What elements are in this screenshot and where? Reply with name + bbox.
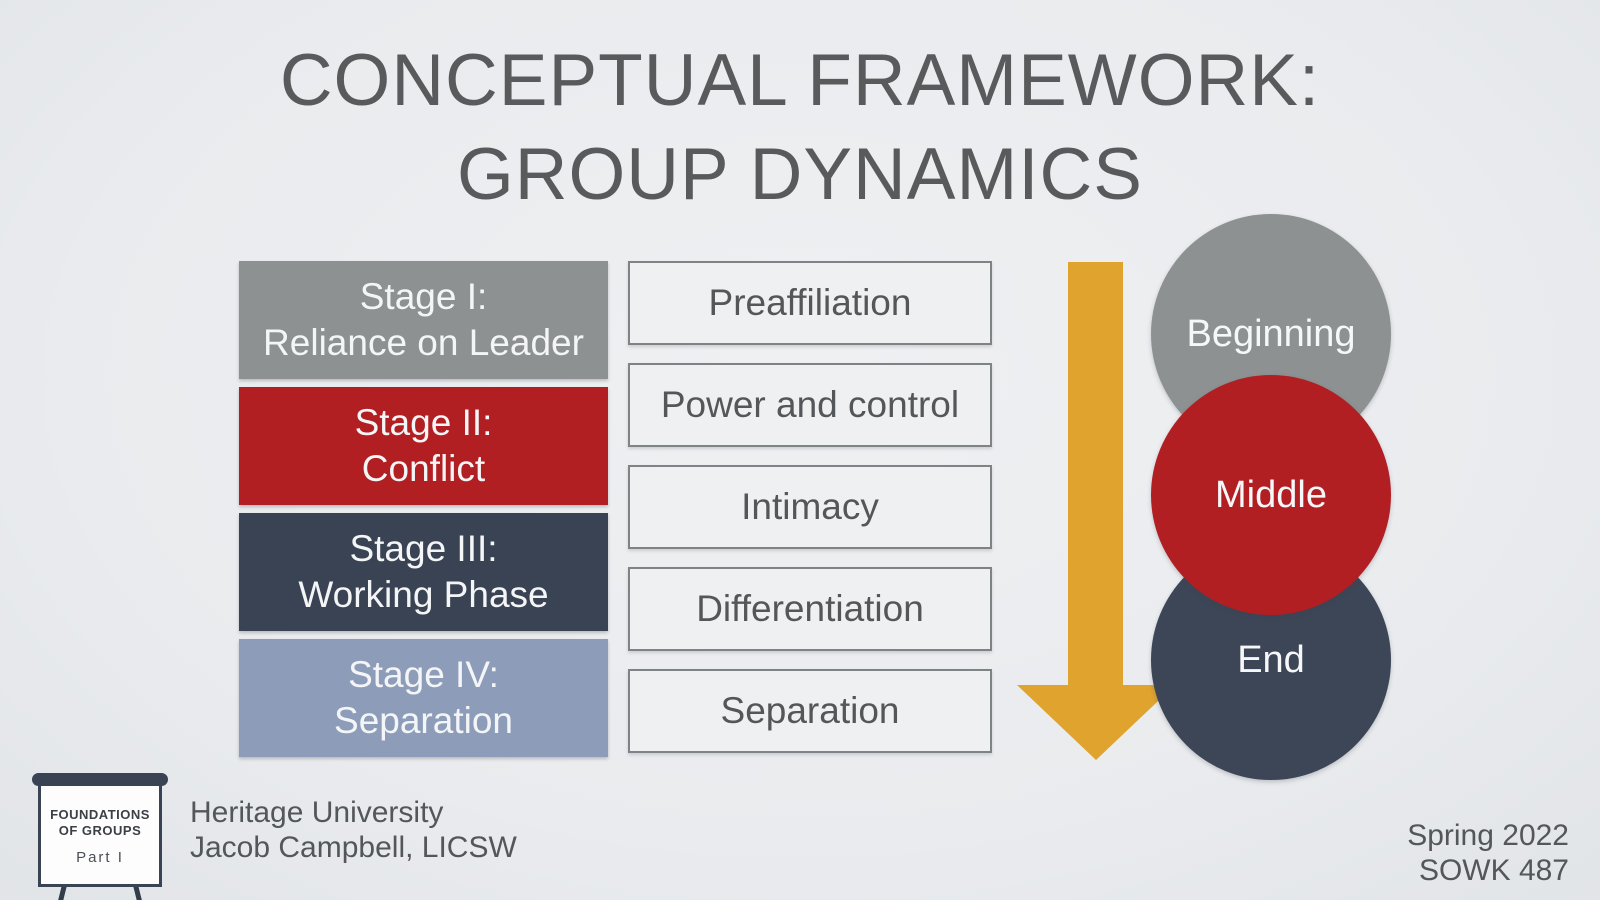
credits: Heritage University Jacob Campbell, LICS… <box>190 795 517 865</box>
slide-title-line1: CONCEPTUAL FRAMEWORK: <box>279 40 1321 121</box>
phase-label: Preaffiliation <box>708 282 912 323</box>
phase-label: Separation <box>720 690 900 731</box>
footer-course: SOWK 487 <box>1418 854 1569 887</box>
footer: Spring 2022 SOWK 487 <box>1407 818 1569 888</box>
flipchart-part-label: Part I <box>76 849 124 866</box>
phase-box-intimacy: Intimacy <box>628 465 992 549</box>
phase-box-separation: Separation <box>628 669 992 753</box>
timeline-label: Beginning <box>1186 312 1356 355</box>
slide-title: CONCEPTUAL FRAMEWORK: GROUP DYNAMICS <box>0 34 1600 222</box>
phase-label: Differentiation <box>696 588 924 629</box>
stage-label-line2: Separation <box>334 700 513 741</box>
credits-author: Jacob Campbell, LICSW <box>190 831 517 864</box>
stage-box-separation: Stage IV: Separation <box>239 639 608 757</box>
footer-term: Spring 2022 <box>1407 819 1569 852</box>
stage-label-line1: Stage IV: <box>348 654 499 695</box>
stage-label-line2: Reliance on Leader <box>263 322 584 363</box>
phase-label: Power and control <box>660 384 960 425</box>
stage-box-reliance-on-leader: Stage I: Reliance on Leader <box>239 261 608 379</box>
stage-label-line2: Working Phase <box>298 574 549 615</box>
phase-label: Intimacy <box>741 486 879 527</box>
stage-box-conflict: Stage II: Conflict <box>239 387 608 505</box>
stage-label-line1: Stage III: <box>349 528 498 569</box>
stage-label-line1: Stage II: <box>354 402 493 443</box>
phase-box-power-and-control: Power and control <box>628 363 992 447</box>
down-arrow-icon <box>1017 262 1175 760</box>
stage-box-working-phase: Stage III: Working Phase <box>239 513 608 631</box>
flipchart-series-line1: FOUNDATIONS <box>50 807 150 822</box>
flipchart-board: FOUNDATIONS OF GROUPS Part I <box>38 782 162 887</box>
credits-institution: Heritage University <box>190 796 444 829</box>
timeline-circle-middle: Middle <box>1151 375 1391 615</box>
phase-box-preaffiliation: Preaffiliation <box>628 261 992 345</box>
stage-label-line2: Conflict <box>361 448 486 489</box>
timeline-label: End <box>1237 638 1305 681</box>
phase-box-differentiation: Differentiation <box>628 567 992 651</box>
flipchart-easel-icon: FOUNDATIONS OF GROUPS Part I <box>30 770 170 900</box>
slide-title-line2: GROUP DYNAMICS <box>457 134 1143 215</box>
timeline-label: Middle <box>1215 473 1327 516</box>
flipchart-top-bar <box>32 773 168 786</box>
stage-label-line1: Stage I: <box>359 276 488 317</box>
flipchart-series-line2: OF GROUPS <box>58 823 142 838</box>
